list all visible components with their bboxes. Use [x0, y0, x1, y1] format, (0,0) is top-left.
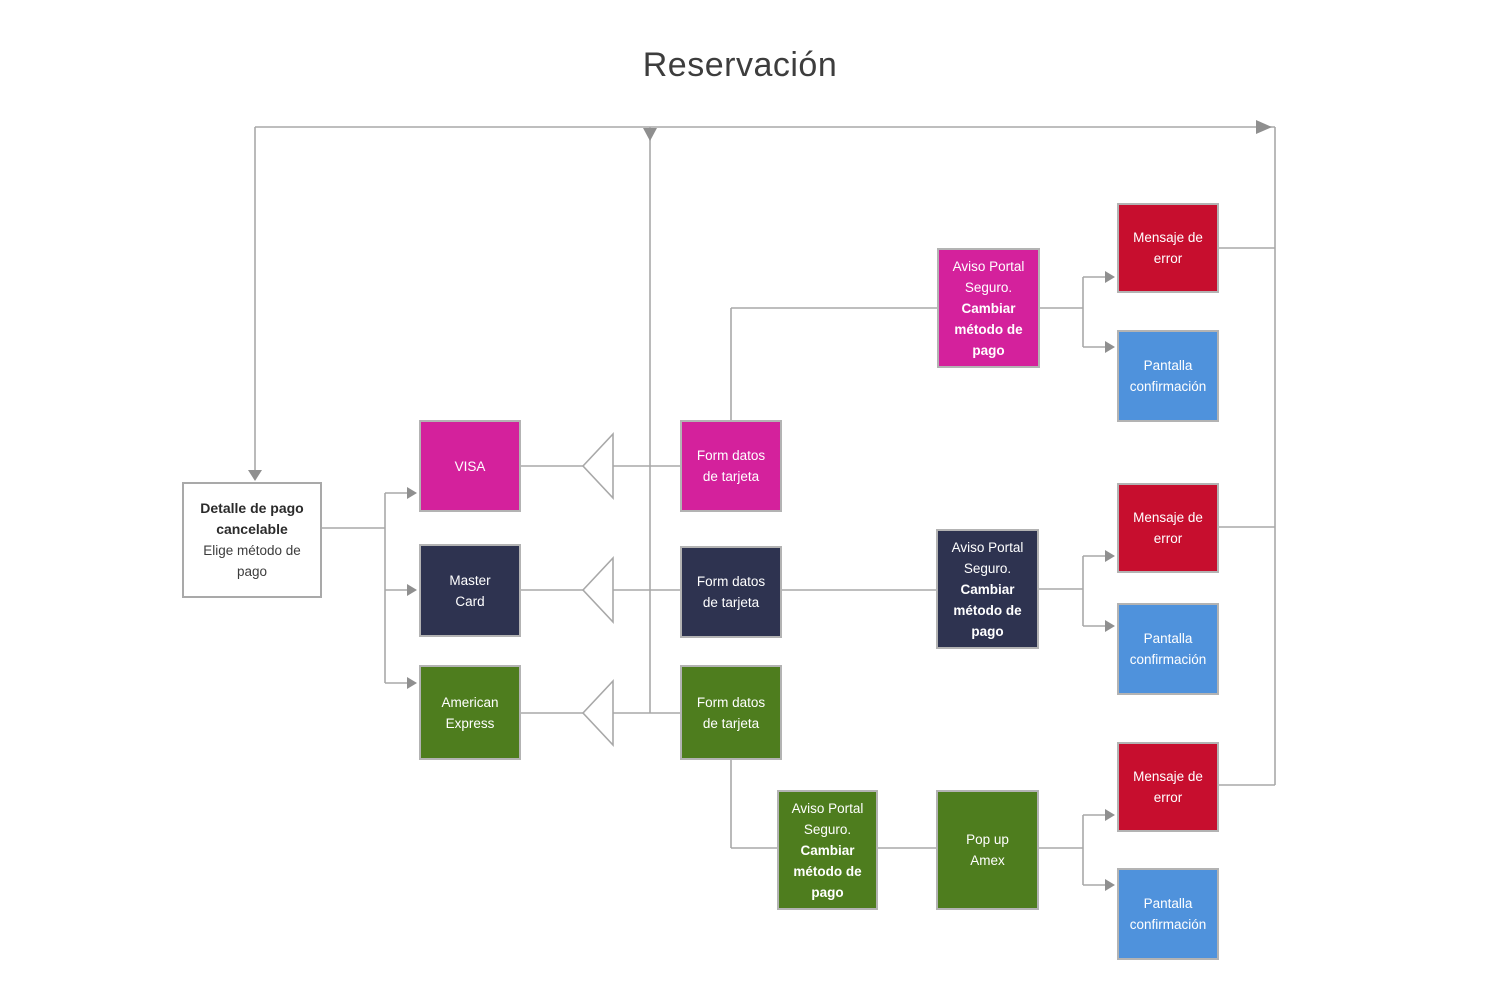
- aviso-amex-bold: Cambiar método de pago: [793, 842, 862, 900]
- confirm-visa-label: Pantalla confirmación: [1129, 358, 1207, 394]
- error-node-visa: Mensaje de error: [1117, 203, 1219, 293]
- payment-node-amex: American Express: [419, 665, 521, 760]
- arrow-into-confirm-mastercard-icon: [1105, 620, 1115, 632]
- amex-flow-lines: [730, 760, 1115, 891]
- arrow-into-amex-icon: [407, 677, 417, 689]
- form-node-visa: Form datos de tarjeta: [680, 420, 782, 512]
- start-node-subtitle: Elige método de pago: [203, 543, 301, 579]
- arrow-into-visa-icon: [407, 487, 417, 499]
- aviso-visa-plain: Aviso Portal Seguro.: [952, 258, 1025, 295]
- return-bus-lines: [248, 120, 1276, 785]
- popup-node-amex: Pop up Amex: [936, 790, 1039, 910]
- merge-triangle-mastercard: [581, 555, 614, 625]
- card-row-lines: [521, 431, 680, 748]
- form-node-amex: Form datos de tarjeta: [680, 665, 782, 760]
- error-node-amex: Mensaje de error: [1117, 742, 1219, 832]
- arrow-down-into-start-icon: [248, 470, 262, 481]
- mastercard-label: Master Card: [449, 572, 491, 609]
- amex-label: American Express: [441, 694, 499, 731]
- aviso-visa-bold: Cambiar método de pago: [954, 300, 1023, 358]
- error-mastercard-label: Mensaje de error: [1133, 510, 1203, 546]
- merge-triangle-visa: [581, 431, 614, 501]
- popup-amex-label: Pop up Amex: [966, 832, 1009, 868]
- diagram-title: Reservación: [642, 46, 838, 84]
- visa-flow-lines: [730, 271, 1115, 420]
- start-node-title: Detalle de pago cancelable: [200, 500, 304, 537]
- aviso-node-visa: Aviso Portal Seguro. Cambiar método de p…: [937, 248, 1040, 368]
- start-branch-lines: [322, 487, 417, 689]
- confirm-node-visa: Pantalla confirmación: [1117, 330, 1219, 422]
- arrow-into-confirm-amex-icon: [1105, 879, 1115, 891]
- arrow-into-error-visa-icon: [1105, 271, 1115, 283]
- aviso-node-amex: Aviso Portal Seguro. Cambiar método de p…: [777, 790, 878, 910]
- arrow-into-mastercard-icon: [407, 584, 417, 596]
- aviso-node-mastercard: Aviso Portal Seguro. Cambiar método de p…: [936, 529, 1039, 649]
- confirm-mastercard-label: Pantalla confirmación: [1129, 631, 1207, 667]
- payment-node-visa: VISA: [419, 420, 521, 512]
- arrow-into-error-amex-icon: [1105, 809, 1115, 821]
- payment-node-mastercard: Master Card: [419, 544, 521, 637]
- confirm-amex-label: Pantalla confirmación: [1129, 896, 1207, 932]
- arrow-down-center-bus-icon: [643, 128, 657, 141]
- error-return-lines: [1219, 247, 1275, 786]
- aviso-mastercard-bold: Cambiar método de pago: [953, 581, 1022, 639]
- form-amex-label: Form datos de tarjeta: [696, 694, 766, 731]
- aviso-mastercard-plain: Aviso Portal Seguro.: [951, 539, 1024, 576]
- aviso-amex-plain: Aviso Portal Seguro.: [791, 800, 864, 837]
- mastercard-flow-lines: [782, 550, 1115, 632]
- confirm-node-amex: Pantalla confirmación: [1117, 868, 1219, 960]
- form-visa-label: Form datos de tarjeta: [696, 448, 766, 484]
- error-visa-label: Mensaje de error: [1133, 230, 1203, 266]
- start-node-detalle-pago: Detalle de pago cancelable Elige método …: [182, 482, 322, 598]
- error-node-mastercard: Mensaje de error: [1117, 483, 1219, 573]
- form-mastercard-label: Form datos de tarjeta: [696, 574, 766, 610]
- error-amex-label: Mensaje de error: [1133, 769, 1203, 805]
- visa-label: VISA: [454, 458, 486, 474]
- form-node-mastercard: Form datos de tarjeta: [680, 546, 782, 638]
- arrow-into-confirm-visa-icon: [1105, 341, 1115, 353]
- merge-triangle-amex: [581, 678, 614, 748]
- arrow-right-top-corner-icon: [1256, 120, 1272, 134]
- confirm-node-mastercard: Pantalla confirmación: [1117, 603, 1219, 695]
- arrow-into-error-mastercard-icon: [1105, 550, 1115, 562]
